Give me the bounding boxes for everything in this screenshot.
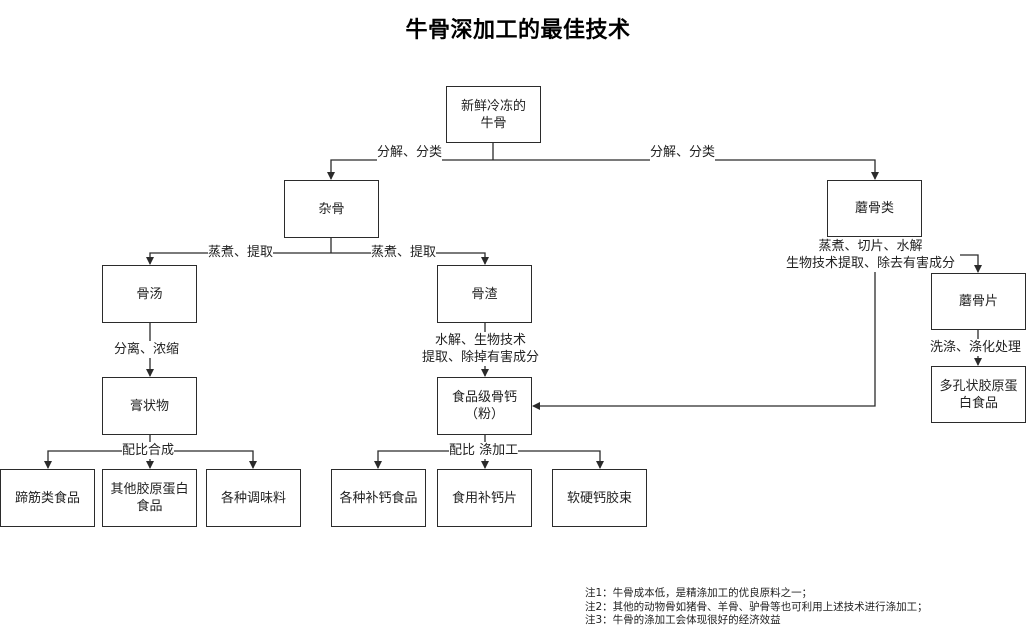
label-calcium-down: 配比 涤加工 <box>449 442 519 459</box>
footnote-2: 注2：其他的动物骨如猪骨、羊骨、驴骨等也可利用上述技术进行涤加工； <box>585 600 928 613</box>
label-residue-down: 水解、生物技术 提取、除掉有害成分 <box>422 332 540 366</box>
node-bone-soup[interactable]: 骨汤 <box>102 265 197 323</box>
node-seasonings[interactable]: 各种调味料 <box>206 469 301 527</box>
label-root-left: 分解、分类 <box>377 144 443 161</box>
node-tendon-food[interactable]: 蹄筋类食品 <box>0 469 95 527</box>
node-other-collagen[interactable]: 其他胶原蛋白 食品 <box>102 469 197 527</box>
label-misc-right: 蒸煮、提取 <box>371 244 437 261</box>
label-paste-down: 配比合成 <box>122 442 175 459</box>
node-calcium-tablets[interactable]: 食用补钙片 <box>437 469 532 527</box>
edge-mushroom-to-slice <box>960 254 982 273</box>
node-misc-bone[interactable]: 杂骨 <box>284 180 379 238</box>
label-root-right: 分解、分类 <box>650 144 716 161</box>
footnote-3: 注3：牛骨的涤加工会体现很好的经济效益 <box>585 614 781 626</box>
label-slice-down: 洗涤、涤化处理 <box>930 339 1022 356</box>
node-porous-collagen[interactable]: 多孔状胶原蛋 白食品 <box>931 366 1026 423</box>
label-soup-down: 分离、浓缩 <box>114 341 180 358</box>
footnote-1: 注1：牛骨成本低，是精涤加工的优良原料之一； <box>585 587 813 599</box>
edge-mushroom-to-calcium <box>532 268 876 410</box>
label-mushroom-down: 蒸煮、切片、水解 生物技术提取、除去有害成分 <box>786 238 956 272</box>
label-misc-left: 蒸煮、提取 <box>208 244 274 261</box>
edge-calcium-to-capsules <box>485 450 604 469</box>
node-mushroom-slice[interactable]: 蘑骨片 <box>931 273 1026 330</box>
edge-paste-to-seasoning <box>150 450 257 469</box>
edge-root-to-misc <box>327 159 493 180</box>
node-root[interactable]: 新鲜冷冻的 牛骨 <box>446 86 541 143</box>
node-calcium-foods[interactable]: 各种补钙食品 <box>331 469 426 527</box>
edge-paste-to-tendon <box>44 450 150 469</box>
edge-root-to-mushroom <box>493 159 879 180</box>
node-calcium-powder[interactable]: 食品级骨钙 （粉） <box>437 377 532 435</box>
node-mushroom-bone[interactable]: 蘑骨类 <box>827 180 922 237</box>
node-calcium-capsules[interactable]: 软硬钙胶束 <box>552 469 647 527</box>
node-bone-residue[interactable]: 骨渣 <box>437 265 532 323</box>
node-paste[interactable]: 膏状物 <box>102 377 197 435</box>
footnotes: 注1：牛骨成本低，是精涤加工的优良原料之一； 注2：其他的动物骨如猪骨、羊骨、驴… <box>585 587 928 628</box>
diagram-title: 牛骨深加工的最佳技术 <box>405 18 631 43</box>
